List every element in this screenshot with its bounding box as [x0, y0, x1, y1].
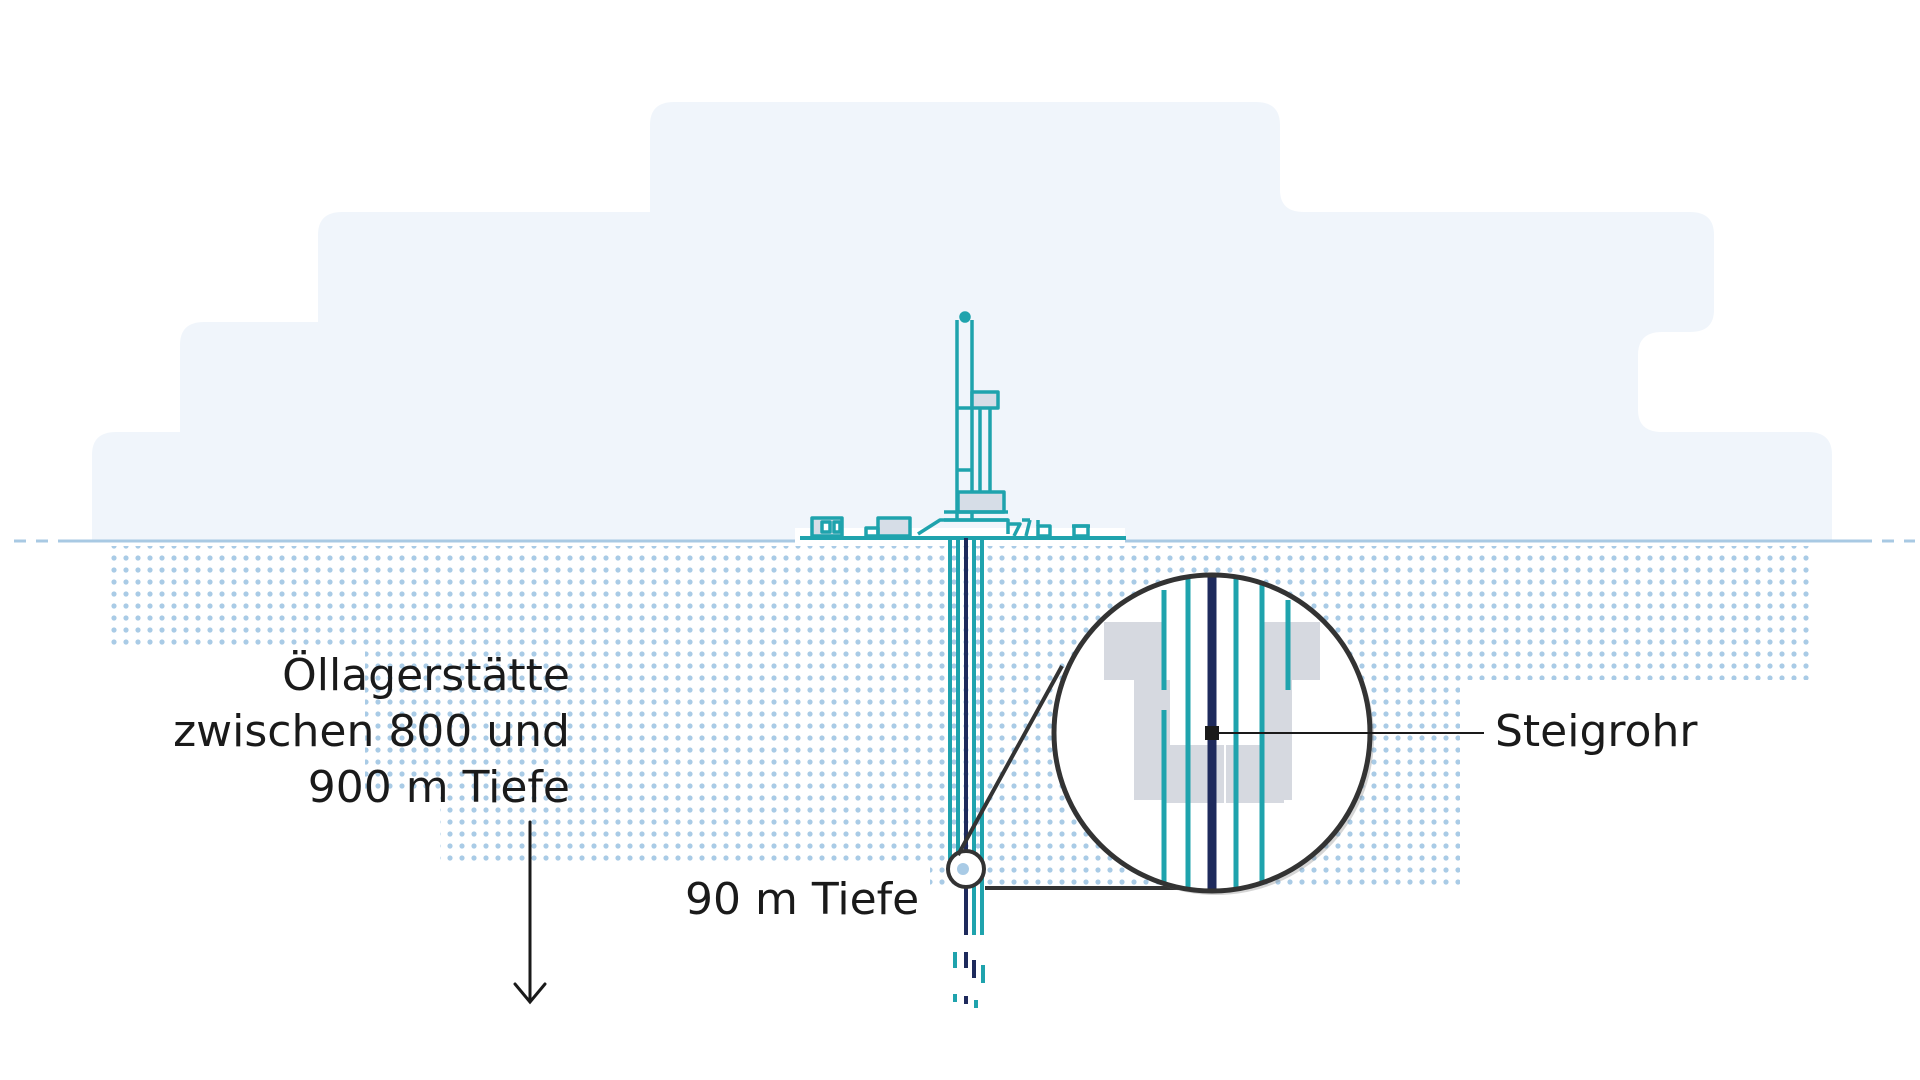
depth-label: 90 m Tiefe	[685, 874, 920, 925]
riser-callout	[1205, 726, 1484, 740]
zoom-connector	[956, 665, 1190, 890]
depth-marker-circle	[946, 849, 986, 889]
reservoir-line-2: zwischen 800 und	[173, 706, 570, 757]
well-continuation	[953, 952, 985, 1008]
drilling-rig-icon	[800, 311, 1126, 540]
arrow-down-icon	[513, 820, 547, 1005]
reservoir-label: Öllagerstätte zwischen 800 und 900 m Tie…	[173, 648, 570, 816]
reservoir-line-3: 900 m Tiefe	[307, 762, 570, 813]
riser-label: Steigrohr	[1495, 706, 1698, 757]
reservoir-line-1: Öllagerstätte	[282, 650, 570, 701]
